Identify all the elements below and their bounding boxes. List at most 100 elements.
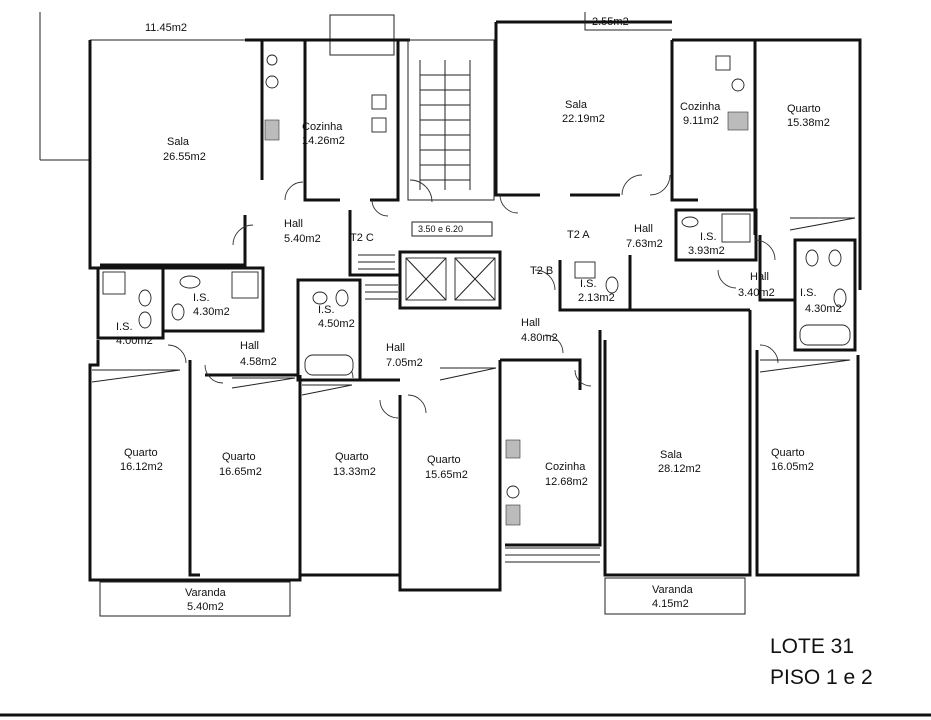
toilet-icon (605, 276, 619, 294)
stair-enclosure (407, 39, 495, 201)
wall-segment (558, 260, 630, 312)
shower-icon (721, 213, 751, 243)
wall-segment (100, 215, 247, 267)
room-area: 16.05m2 (771, 461, 814, 473)
elevator-cross (405, 257, 447, 301)
room-name: Quarto (124, 447, 158, 459)
fixtures (91, 54, 856, 526)
door-swing (621, 174, 643, 196)
room-name: Varanda (185, 587, 227, 599)
door-swing (409, 179, 433, 203)
kitchen-counter (505, 504, 521, 526)
room-name: Sala (565, 99, 588, 111)
title-block: LOTE 31 PISO 1 e 2 (770, 635, 873, 689)
room-area: 4.30m2 (805, 303, 842, 315)
toilet-icon (335, 289, 349, 307)
door-swing (232, 224, 254, 246)
room-area: 7.05m2 (386, 357, 423, 369)
room-area: 16.65m2 (219, 466, 262, 478)
bathtub-icon (799, 324, 851, 346)
sink-icon (681, 216, 699, 228)
stove-burner-icon (266, 54, 278, 66)
wall-segment (303, 40, 340, 202)
door-swing (407, 394, 427, 414)
room-name: Quarto (222, 451, 256, 463)
room-name: Quarto (787, 103, 821, 115)
kitchen-counter (505, 439, 521, 459)
room-area: 2.13m2 (578, 292, 615, 304)
door-swing (759, 344, 779, 364)
walls (39, 12, 862, 617)
room-name: Hall (634, 223, 653, 235)
shower-icon (231, 271, 259, 299)
sink-icon (179, 275, 201, 289)
lot-title: LOTE 31 (770, 635, 854, 658)
wall-segment (188, 360, 200, 577)
kitchen-counter (727, 111, 749, 131)
door-swing (534, 269, 556, 291)
wardrobe (759, 359, 851, 373)
wall-segment (672, 38, 862, 290)
bathtub-icon (304, 354, 354, 376)
door-swing (371, 199, 389, 217)
room-name: Cozinha (302, 121, 343, 133)
stair-steps (358, 254, 395, 270)
appliance-icon (715, 55, 731, 71)
wardrobe (91, 369, 181, 383)
room-name: Varanda (652, 584, 694, 596)
wardrobe (231, 377, 296, 389)
wall-segment (298, 390, 402, 577)
stair-steps (420, 74, 470, 181)
bathroom-walls (161, 266, 265, 333)
unit-tag: T2 C (350, 232, 374, 244)
door-swing (499, 194, 519, 214)
balcony-outline (604, 577, 746, 615)
room-name: Quarto (771, 447, 805, 459)
door-swing (574, 369, 592, 387)
wall-segment (670, 40, 698, 202)
elevator-cross (454, 257, 496, 301)
room-area: 5.40m2 (187, 601, 224, 613)
stove-burner-icon (506, 485, 520, 499)
room-area: 14.26m2 (302, 135, 345, 147)
elevator-shaft (398, 250, 502, 310)
room-area: 4.00m2 (116, 335, 153, 347)
wardrobe (789, 217, 856, 231)
wall-segment (494, 22, 540, 197)
unit-tag: T2 B (530, 265, 553, 277)
appliance-icon (371, 117, 387, 133)
room-name: Sala (660, 449, 683, 461)
room-area: 4.58m2 (240, 356, 277, 368)
door-swing (379, 399, 399, 419)
wall-segment (755, 350, 860, 577)
toilet-icon (138, 289, 152, 307)
room-name: Quarto (335, 451, 369, 463)
room-area: 4.30m2 (193, 306, 230, 318)
wall-segment (88, 40, 98, 270)
bathroom-walls (674, 208, 758, 262)
room-area: 9.11m2 (683, 115, 719, 127)
room-area: 2.55m2 (592, 16, 629, 28)
room-area: 16.12m2 (120, 461, 163, 473)
wall-segment (398, 360, 502, 592)
door-swing (167, 344, 187, 364)
stove-burner-icon (731, 78, 745, 92)
room-area: 7.63m2 (626, 238, 663, 250)
room-area: 3.40m2 (738, 287, 775, 299)
wall-segment (329, 14, 395, 56)
sink-icon (833, 288, 847, 308)
shower-icon (102, 271, 126, 295)
room-area: 5.40m2 (284, 233, 321, 245)
door-swing (544, 334, 564, 354)
room-area: 15.65m2 (425, 469, 468, 481)
room-name: Hall (750, 271, 769, 283)
sink-icon (312, 291, 328, 305)
wall-segment (370, 40, 400, 202)
wall-segment (505, 330, 602, 547)
wardrobe (439, 367, 497, 381)
room-area: 4.80m2 (521, 332, 558, 344)
room-name: Hall (240, 340, 259, 352)
room-area: 26.55m2 (163, 151, 206, 163)
stair-steps (365, 284, 398, 300)
